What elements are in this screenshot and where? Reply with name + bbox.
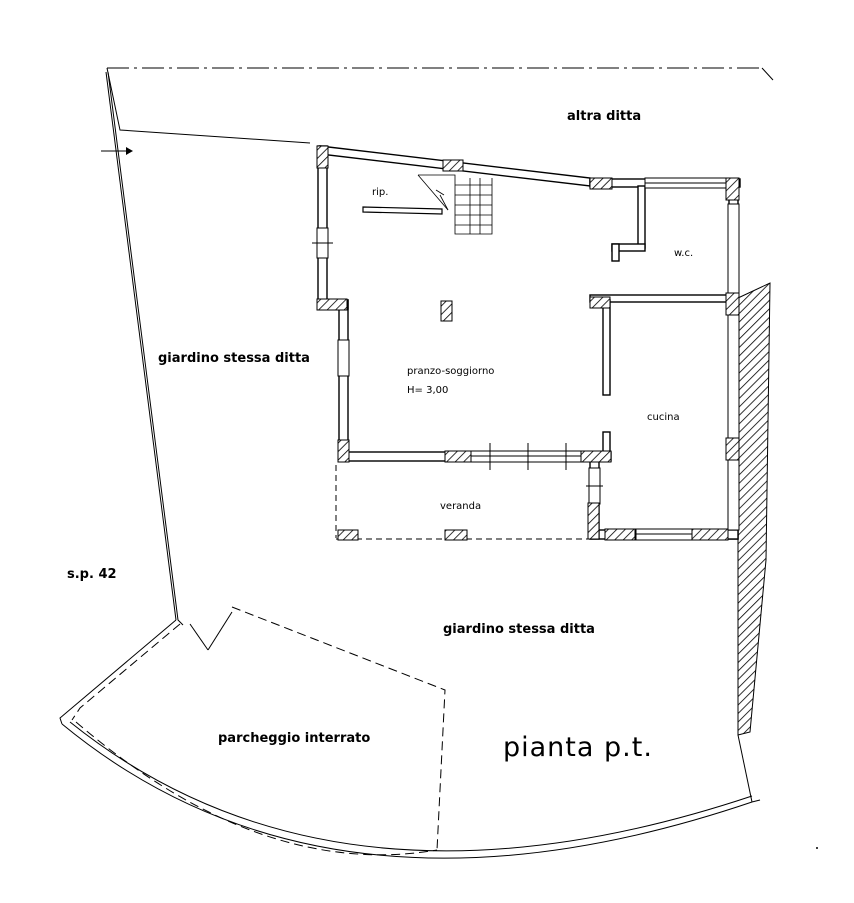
- house-walls: [317, 145, 741, 540]
- structural-pillars: [316, 145, 740, 541]
- staircase-landing-wall: [362, 206, 443, 215]
- stray-dot: [816, 847, 818, 849]
- property-boundary: [59, 67, 774, 859]
- label-road: s.p. 42: [67, 567, 117, 582]
- label-kitchen: cucina: [647, 412, 680, 423]
- label-garden-left: giardino stessa ditta: [158, 351, 310, 366]
- label-parking: parcheggio interrato: [218, 731, 370, 746]
- entrance-arrow-icon: [101, 147, 133, 155]
- label-garden-bottom: giardino stessa ditta: [443, 622, 595, 637]
- label-storage: rip.: [372, 187, 388, 198]
- label-neighbour: altra ditta: [567, 109, 641, 124]
- openings: [312, 177, 740, 541]
- label-living: pranzo-soggiorno: [407, 366, 494, 377]
- label-height: H= 3,00: [407, 385, 448, 396]
- plan-title: pianta p.t.: [503, 732, 653, 763]
- label-veranda: veranda: [440, 501, 481, 512]
- parking-outline: [71, 606, 446, 856]
- label-wc: w.c.: [674, 248, 693, 259]
- staircase: [417, 174, 493, 235]
- veranda-outline: [335, 465, 590, 540]
- neighbour-wall-strip: [737, 282, 771, 803]
